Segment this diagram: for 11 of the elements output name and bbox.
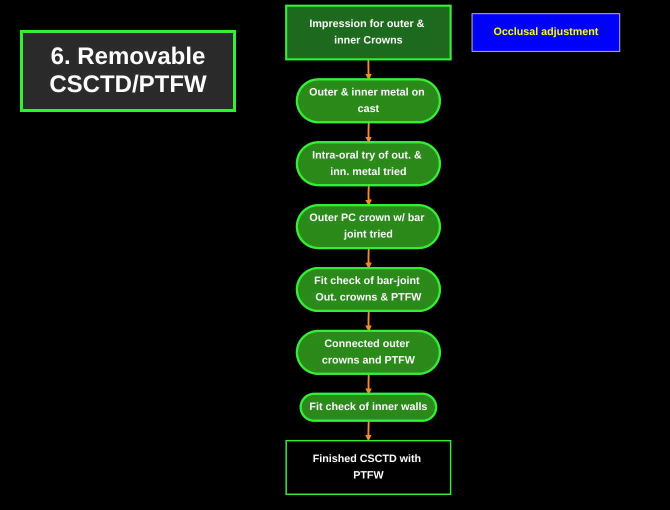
node-box: Finished CSCTD with PTFW	[285, 440, 452, 495]
arrow	[365, 311, 372, 332]
node-box: Impression for outer & inner Crowns	[285, 4, 452, 60]
arrow	[365, 122, 372, 143]
title-box: 6. Removable CSCTD/PTFW	[20, 30, 236, 112]
arrow	[365, 59, 372, 80]
arrow	[365, 185, 372, 206]
arrow	[365, 248, 372, 269]
node-box: Occlusal adjustment	[472, 13, 620, 52]
arrow	[365, 420, 372, 441]
arrow	[365, 374, 372, 394]
